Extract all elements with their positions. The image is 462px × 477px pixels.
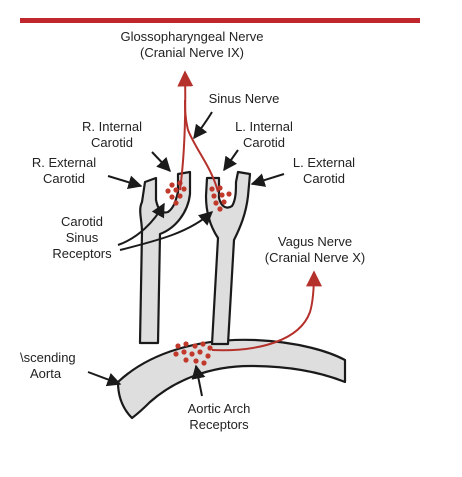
carotid-sinus-line-3: Receptors bbox=[52, 246, 112, 261]
aortic-arch-line-2: Receptors bbox=[189, 417, 249, 432]
sinus-nerve bbox=[184, 99, 219, 193]
carotid-sinus-line-2: Sinus bbox=[66, 230, 99, 245]
vagus-nerve bbox=[211, 270, 322, 352]
vagus-line-2: (Cranial Nerve X) bbox=[265, 250, 365, 265]
aortic-arch-line-1: Aortic Arch bbox=[188, 401, 251, 416]
l-internal-line-1: L. Internal bbox=[235, 119, 293, 134]
right-carotid-sinus-receptors bbox=[165, 180, 187, 206]
label-vagus-nerve: Vagus Nerve (Cranial Nerve X) bbox=[265, 234, 365, 265]
right-carotid-vessel bbox=[138, 170, 192, 345]
sinus-nerve-line-1: Sinus Nerve bbox=[209, 91, 280, 106]
carotid-sinus-line-1: Carotid bbox=[61, 214, 103, 229]
aortic-arch-receptors-dots bbox=[173, 341, 213, 366]
ascending-aorta-line-2: Aorta bbox=[30, 366, 62, 381]
ascending-aorta-line-1: \scending bbox=[20, 350, 76, 365]
pointer-l-external-carotid bbox=[250, 173, 285, 187]
l-external-line-2: Carotid bbox=[303, 171, 345, 186]
top-red-bar bbox=[20, 18, 420, 23]
pointer-carotid-sinus-left bbox=[119, 211, 214, 251]
label-r-internal-carotid: R. Internal Carotid bbox=[82, 119, 142, 150]
label-carotid-sinus-receptors: Carotid Sinus Receptors bbox=[52, 214, 112, 261]
left-carotid-sinus-receptors bbox=[209, 185, 232, 212]
vagus-line-1: Vagus Nerve bbox=[278, 234, 352, 249]
aortic-arch bbox=[116, 338, 347, 420]
glossopharyngeal-nerve bbox=[177, 70, 194, 191]
left-carotid-vessel bbox=[204, 170, 252, 346]
pointer-r-internal-carotid bbox=[151, 151, 171, 173]
label-r-external-carotid: R. External Carotid bbox=[32, 155, 96, 186]
pointer-sinus-nerve bbox=[193, 111, 213, 140]
label-glossopharyngeal-nerve: Glossopharyngeal Nerve (Cranial Nerve IX… bbox=[120, 29, 263, 60]
pointer-r-external-carotid bbox=[107, 175, 143, 190]
label-l-internal-carotid: L. Internal Carotid bbox=[235, 119, 293, 150]
label-sinus-nerve: Sinus Nerve bbox=[209, 91, 280, 106]
pointer-carotid-sinus-right bbox=[117, 202, 165, 246]
l-internal-line-2: Carotid bbox=[243, 135, 285, 150]
l-external-line-1: L. External bbox=[293, 155, 355, 170]
label-ascending-aorta: \scending Aorta bbox=[20, 350, 76, 381]
glossopharyngeal-line-1: Glossopharyngeal Nerve bbox=[120, 29, 263, 44]
pointer-aortic-arch-receptors bbox=[191, 364, 206, 397]
label-l-external-carotid: L. External Carotid bbox=[293, 155, 355, 186]
label-aortic-arch-receptors: Aortic Arch Receptors bbox=[188, 401, 251, 432]
glossopharyngeal-line-2: (Cranial Nerve IX) bbox=[140, 45, 244, 60]
r-internal-line-1: R. Internal bbox=[82, 119, 142, 134]
r-external-line-2: Carotid bbox=[43, 171, 85, 186]
r-internal-line-2: Carotid bbox=[91, 135, 133, 150]
pointer-l-internal-carotid bbox=[223, 149, 239, 172]
pointer-ascending-aorta bbox=[87, 371, 122, 387]
r-external-line-1: R. External bbox=[32, 155, 96, 170]
